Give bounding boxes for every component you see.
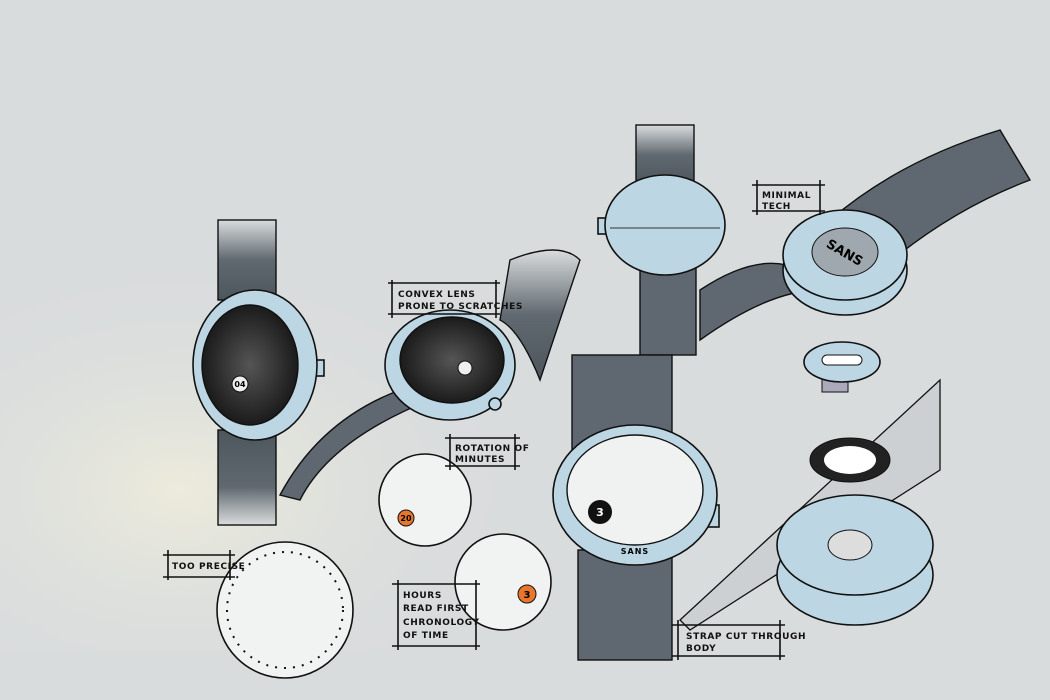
watch-back-sketch: [597, 124, 726, 356]
screw-cap-sketch: [803, 341, 881, 393]
convex-lens-note: CONVEX LENS PRONE TO SCRATCHES: [388, 280, 523, 318]
svg-text:ROTATION OF: ROTATION OF: [455, 444, 530, 454]
minimal-tech-note: MINIMAL TECH: [752, 180, 825, 215]
rotation-marker: 20: [400, 514, 412, 523]
main-watch-brand: SANS: [621, 547, 649, 556]
cut-strap-sketch: [679, 378, 941, 631]
hours-dial-sketch: 3 HOURS READ FIRST CHRONOLOGY OF TIME: [392, 533, 552, 650]
svg-text:OF TIME: OF TIME: [403, 631, 449, 641]
front-watch-sketch: 04: [192, 219, 325, 526]
svg-text:CONVEX LENS: CONVEX LENS: [398, 290, 475, 300]
main-watch-sketch: 3 SANS STRAP CUT THROUGH BODY: [552, 354, 806, 661]
svg-text:MINUTES: MINUTES: [455, 455, 505, 465]
svg-text:TOO PRECISE: TOO PRECISE: [172, 562, 245, 572]
svg-text:TECH: TECH: [762, 202, 791, 212]
too-precise-dial-sketch: TOO PRECISE: [163, 541, 354, 679]
hours-note: HOURS READ FIRST CHRONOLOGY OF TIME: [392, 580, 480, 650]
svg-text:MINIMAL: MINIMAL: [762, 191, 811, 201]
svg-text:HOURS: HOURS: [403, 591, 442, 601]
sans-back-sketch: SANS MINIMAL TECH: [699, 129, 1032, 342]
svg-text:BODY: BODY: [686, 644, 716, 654]
svg-text:PRONE TO SCRATCHES: PRONE TO SCRATCHES: [398, 302, 523, 312]
svg-text:READ FIRST: READ FIRST: [403, 604, 469, 614]
main-watch-marker: 3: [596, 506, 604, 519]
convex-lens-watch-sketch: CONVEX LENS PRONE TO SCRATCHES: [278, 249, 581, 501]
rotation-dial-sketch: 20 ROTATION OF MINUTES: [378, 434, 530, 547]
rotation-note: ROTATION OF MINUTES: [445, 434, 530, 470]
front-watch-marker: 04: [234, 380, 246, 389]
svg-text:CHRONOLOGY: CHRONOLOGY: [403, 618, 480, 628]
hours-marker: 3: [524, 590, 531, 601]
strap-cut-note: STRAP CUT THROUGH BODY: [672, 620, 806, 660]
svg-text:STRAP CUT THROUGH: STRAP CUT THROUGH: [686, 632, 806, 642]
too-precise-note: TOO PRECISE: [163, 550, 245, 580]
